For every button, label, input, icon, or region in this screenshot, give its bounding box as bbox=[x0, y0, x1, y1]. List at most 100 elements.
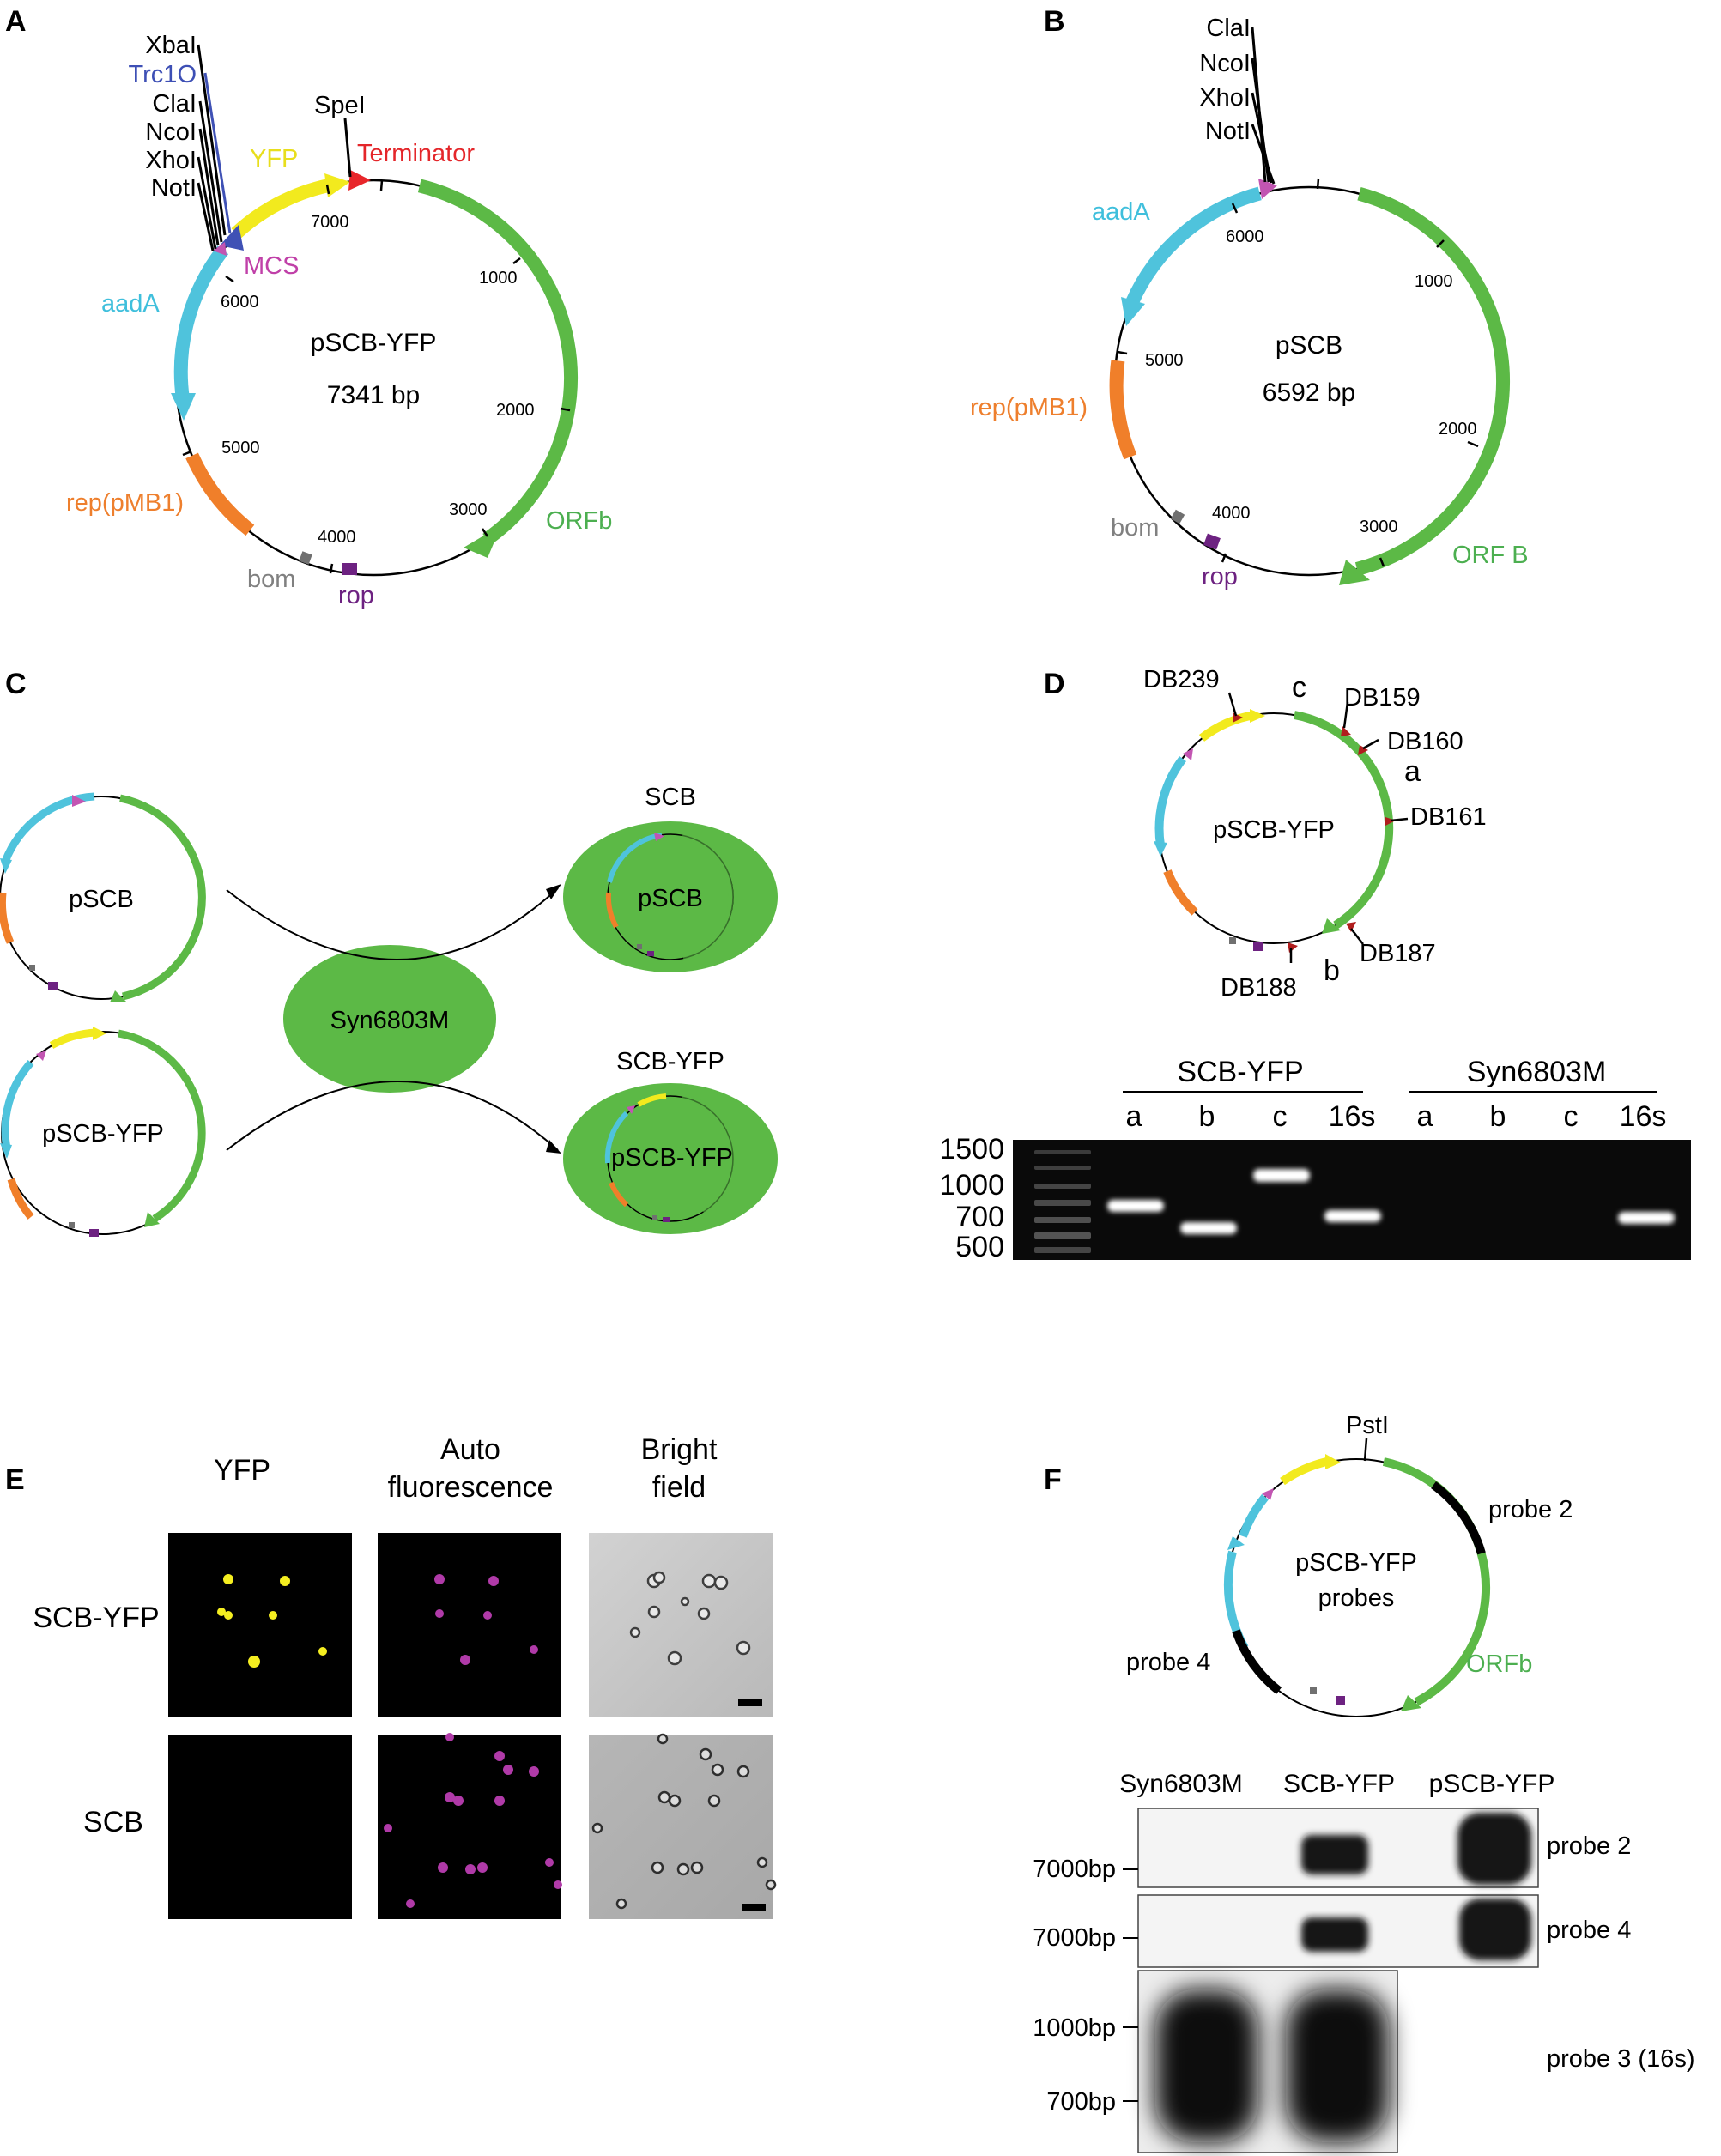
rop-marker bbox=[342, 563, 357, 575]
image-yfp-scb-yfp bbox=[168, 1533, 352, 1717]
tick-label-7000: 7000 bbox=[311, 213, 349, 232]
gel-group-label-1: SCB-YFP bbox=[1177, 1056, 1303, 1088]
primer-label-db159: DB159 bbox=[1344, 684, 1421, 712]
site-label-noti: NotI bbox=[151, 174, 197, 202]
site-label-ncoi: NcoI bbox=[145, 118, 197, 146]
gel-marker-label: 1000 bbox=[939, 1169, 1004, 1202]
tick-label-1000: 1000 bbox=[479, 269, 518, 288]
tick-label-6000: 6000 bbox=[1226, 227, 1264, 246]
site-label-spei: SpeI bbox=[314, 92, 366, 119]
site-label-xhoi: XhoI bbox=[145, 147, 197, 174]
brightfield-cells bbox=[591, 1733, 777, 1910]
panel-c-transformation-scheme: pSCB pSCB-YFP Syn6803M SCB bbox=[0, 784, 778, 1237]
tick-label-3000: 3000 bbox=[449, 500, 488, 519]
gel-marker-label: 700 bbox=[955, 1201, 1004, 1233]
plasmid-name: pSCB-YFP bbox=[311, 329, 437, 357]
panel-a-plasmid-map: XbaI Trc1O ClaI NcoI XhoI NotI SpeI YFP … bbox=[66, 32, 612, 609]
brightfield-cells bbox=[629, 1571, 751, 1666]
probe-label-2: probe 2 bbox=[1488, 1496, 1573, 1523]
blot-band bbox=[1459, 1899, 1531, 1960]
gel-marker-label: 500 bbox=[955, 1231, 1004, 1263]
region-label-c: c bbox=[1292, 671, 1306, 704]
strain-cell-scb-plasmid bbox=[605, 833, 734, 960]
orfb-arrowhead bbox=[464, 525, 501, 558]
aada-arrowhead bbox=[171, 393, 196, 421]
plasmid-name: pSCB bbox=[1276, 331, 1342, 360]
panel-f-southern-blot: PstI probe 2 probe 4 ORFb pSCB-YFP probe… bbox=[1033, 1412, 1695, 2153]
tick-label-2000: 2000 bbox=[496, 401, 535, 420]
blot-band bbox=[1301, 1835, 1368, 1874]
column-label-field: field bbox=[652, 1471, 706, 1504]
strain-cell-scb-yfp-plasmid bbox=[604, 1093, 738, 1222]
gel-lane-label: 16s bbox=[1620, 1100, 1667, 1133]
mini-map-pscb-yfp: pSCB-YFP bbox=[0, 1027, 206, 1237]
probe-map-name-1: pSCB-YFP bbox=[1295, 1549, 1417, 1577]
blot-band bbox=[1286, 1989, 1389, 2142]
panel-label-d: D bbox=[1044, 668, 1065, 700]
blot-band bbox=[1301, 1917, 1368, 1952]
blot-band bbox=[1155, 1989, 1258, 2142]
gel-band bbox=[1618, 1212, 1675, 1224]
feature-label-bom: bom bbox=[1111, 514, 1159, 542]
gel-lane-label: a bbox=[1126, 1100, 1142, 1133]
mini-map-pscb-label: pSCB bbox=[69, 886, 134, 913]
blot-probe-label: probe 4 bbox=[1547, 1917, 1631, 1944]
yfp-arc bbox=[231, 179, 330, 239]
tick-label-3000: 3000 bbox=[1360, 518, 1398, 536]
blot-marker-label: 700bp bbox=[1046, 2088, 1116, 2116]
orfb-arc bbox=[417, 179, 579, 546]
image-auto-scb-yfp bbox=[378, 1533, 561, 1717]
blot-marker-label: 7000bp bbox=[1033, 1856, 1116, 1883]
blot-probe-label: probe 3 (16s) bbox=[1547, 2045, 1695, 2073]
gel-group-label-2: Syn6803M bbox=[1467, 1056, 1607, 1088]
feature-label-aada: aadA bbox=[1092, 198, 1150, 226]
bom-marker bbox=[299, 551, 312, 565]
feature-label-orfb: ORFb bbox=[546, 507, 612, 535]
column-label-bright: Bright bbox=[641, 1433, 718, 1466]
auto-cells bbox=[384, 1733, 562, 1908]
yfp-arrowhead bbox=[324, 173, 350, 197]
panel-label-a: A bbox=[5, 5, 27, 38]
terminator-triangle bbox=[348, 170, 371, 191]
primer-label-db187: DB187 bbox=[1360, 940, 1436, 967]
feature-label-bom: bom bbox=[247, 566, 295, 593]
rep-arc bbox=[1109, 360, 1137, 460]
aada-arc bbox=[1125, 186, 1262, 306]
image-yfp-scb bbox=[168, 1735, 352, 1919]
tick-label-5000: 5000 bbox=[221, 439, 260, 457]
panel-d-pcr-verification: DB239 DB159 DB160 DB161 DB187 DB188 a b … bbox=[939, 666, 1691, 1263]
mini-map-pscb-yfp-label: pSCB-YFP bbox=[42, 1120, 164, 1148]
gel-band bbox=[1253, 1169, 1310, 1182]
mcs-triangle bbox=[213, 242, 227, 256]
host-cell bbox=[283, 945, 496, 1093]
gel-lane-label: c bbox=[1273, 1100, 1288, 1133]
blot-marker-label: 7000bp bbox=[1033, 1924, 1116, 1952]
plasmid-size: 7341 bp bbox=[327, 381, 420, 409]
site-lines bbox=[1251, 27, 1276, 185]
rep-arc bbox=[185, 452, 255, 536]
panel-label-b: B bbox=[1044, 5, 1065, 38]
gel-lane-label: b bbox=[1199, 1100, 1215, 1133]
tick-marks bbox=[182, 179, 571, 574]
plasmid-size: 6592 bp bbox=[1263, 379, 1355, 407]
aada-arrowhead bbox=[1121, 297, 1145, 326]
gel-lane-labels: a b c 16s a b c 16s bbox=[1126, 1100, 1667, 1133]
yfp-cells bbox=[217, 1574, 327, 1668]
site-label-clai: ClaI bbox=[1206, 15, 1251, 42]
arrow-bottom bbox=[226, 1081, 559, 1151]
column-label-auto: Auto bbox=[440, 1433, 500, 1466]
strain-cell-scb-inner-label: pSCB bbox=[638, 885, 703, 912]
gel-lane-label: c bbox=[1564, 1100, 1579, 1133]
gel-bands bbox=[1107, 1169, 1675, 1234]
arrow-top-head bbox=[546, 884, 561, 899]
site-label-trc: Trc1O bbox=[129, 61, 197, 88]
strain-label-scb: SCB bbox=[645, 784, 696, 811]
site-label-xhoi: XhoI bbox=[1199, 84, 1251, 112]
trc-promoter-triangle bbox=[220, 225, 244, 251]
gel-lane-label: a bbox=[1417, 1100, 1433, 1133]
primer-map-name: pSCB-YFP bbox=[1213, 816, 1335, 844]
blot-band bbox=[1457, 1813, 1531, 1885]
feature-label-rop: rop bbox=[338, 582, 374, 609]
mini-map-pscb: pSCB bbox=[0, 792, 206, 1002]
